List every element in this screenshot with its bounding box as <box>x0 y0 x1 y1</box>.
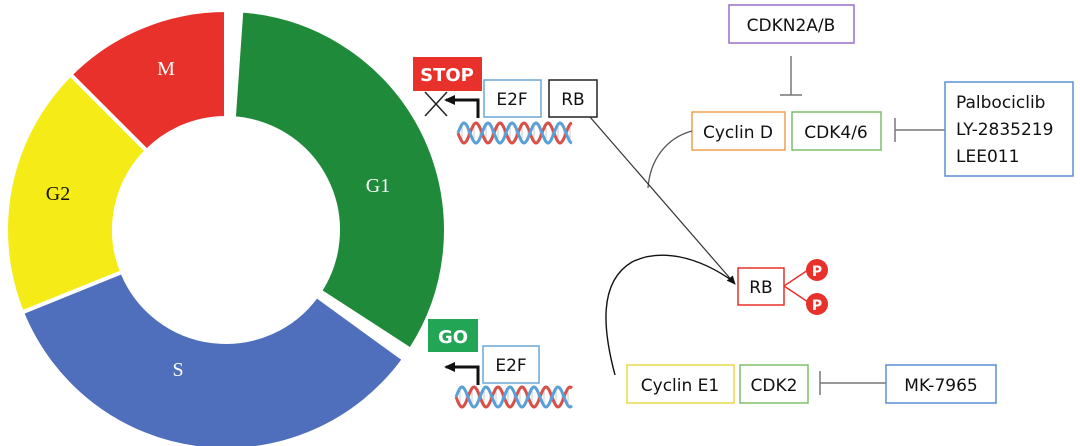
cdk46-inhibition <box>894 118 945 142</box>
bottom-e2f-box: E2F <box>482 345 540 384</box>
g2-label: G2 <box>46 183 70 205</box>
cdk46-inhibitors-box: Palbociclib LY-2835219 LEE011 <box>944 81 1074 177</box>
m-segment <box>67 7 228 154</box>
phospho-links <box>783 269 809 303</box>
g1-label: G1 <box>366 175 390 197</box>
bottom-e2f-label: E2F <box>495 356 526 376</box>
rb-phospho-box: RB <box>737 267 785 306</box>
top-rb-label: RB <box>561 90 584 110</box>
s-label: S <box>172 359 183 381</box>
cdk46-label: CDK4/6 <box>804 123 867 143</box>
go-label: GO <box>438 327 468 348</box>
cdk2-label: CDK2 <box>751 376 798 396</box>
cdkn2ab-inhibition <box>780 56 802 96</box>
go-badge: GO <box>428 319 478 352</box>
inhibitor-ly2835219: LY-2835219 <box>956 120 1053 140</box>
s-segment <box>19 269 407 446</box>
top-e2f-box: E2F <box>483 79 542 118</box>
stop-badge-bg <box>413 57 482 91</box>
g1-segment <box>231 8 448 353</box>
cdkn2ab-label: CDKN2A/B <box>747 16 836 36</box>
cdk2-box: CDK2 <box>739 364 809 404</box>
cyclin-d-connector <box>647 130 693 189</box>
phosphate-top-label: P <box>812 264 822 280</box>
rb-phospho-label: RB <box>749 278 772 298</box>
cdkn2ab-box: CDKN2A/B <box>728 4 855 44</box>
dna-strand <box>456 121 573 145</box>
cyclin-e1-connector <box>605 254 735 376</box>
phosphate-top: P <box>806 259 828 281</box>
cdk2-inhibitor-label: MK-7965 <box>904 376 977 396</box>
cdk2-inhibition <box>819 371 886 395</box>
top-transcription-arrow <box>424 91 480 118</box>
cyclin-d-label: Cyclin D <box>703 123 773 143</box>
go-badge-bg <box>428 319 478 352</box>
cyclin-d-box: Cyclin D <box>691 111 786 151</box>
dna-helix-icon <box>456 121 573 145</box>
bottom-transcription-arrow <box>444 362 480 385</box>
cyclin-e1-box: Cyclin E1 <box>626 364 735 404</box>
m-label: M <box>157 58 175 80</box>
dna-helix-icon <box>454 385 574 409</box>
cdk2-inhibitor-box: MK-7965 <box>885 364 997 404</box>
top-e2f-label: E2F <box>496 90 527 110</box>
g2-segment <box>4 71 150 316</box>
dna-strand <box>456 121 573 145</box>
cell-cycle-donut: G1 S G2 M <box>4 7 448 446</box>
cyclin-e1-label: Cyclin E1 <box>641 376 719 396</box>
phosphate-bottom: P <box>806 293 828 315</box>
inhibitor-lee011: LEE011 <box>956 147 1019 167</box>
rb-phosphorylation-arrow <box>589 116 736 285</box>
phosphate-bottom-label: P <box>812 298 822 314</box>
stop-badge: STOP <box>413 57 482 91</box>
dna-strand <box>454 385 574 409</box>
stop-label: STOP <box>420 65 474 86</box>
cdk46-box: CDK4/6 <box>791 111 882 151</box>
inhibitor-palbociclib: Palbociclib <box>956 93 1045 113</box>
top-rb-box: RB <box>548 79 598 118</box>
